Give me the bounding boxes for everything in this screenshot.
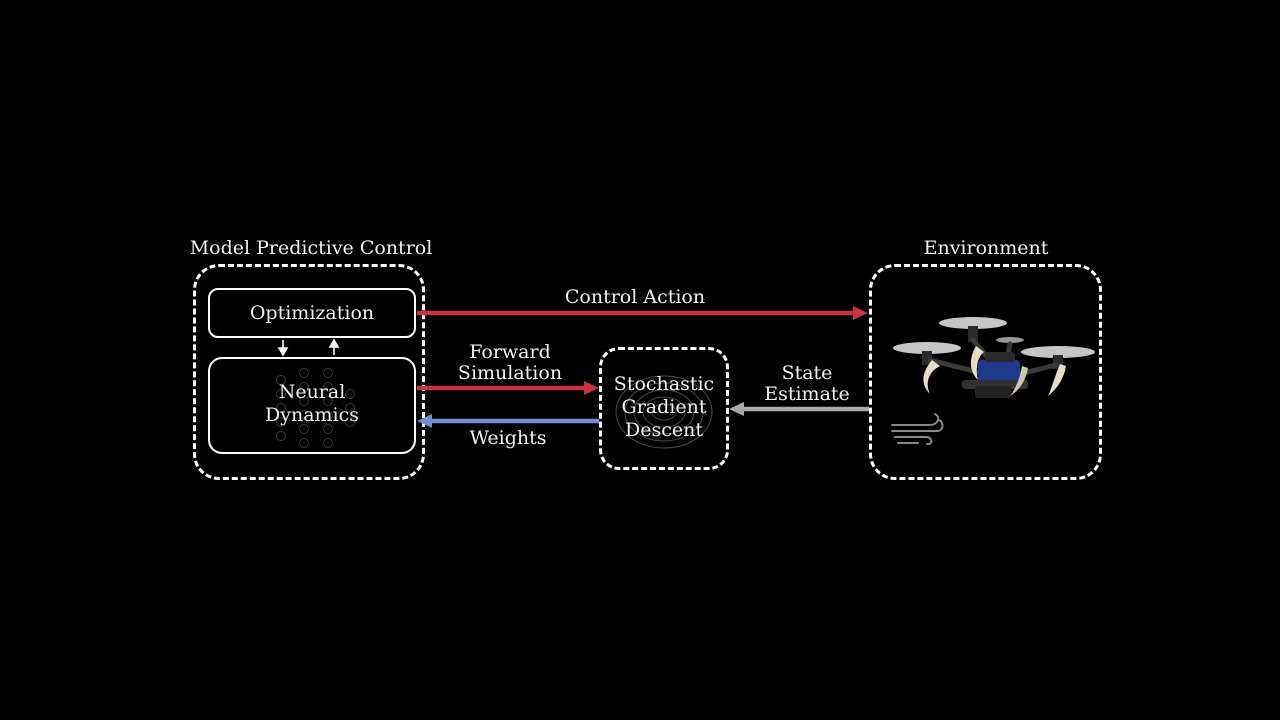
sgd-label-line1: Stochastic — [613, 373, 715, 395]
state-estimate-arrow — [729, 402, 869, 416]
contour-rings-icon — [615, 375, 713, 449]
weights-arrow — [417, 414, 599, 428]
neural-label-line2: Dynamics — [264, 404, 360, 426]
sgd-label-line2: Gradient — [621, 396, 707, 418]
mpc-container — [193, 264, 425, 480]
forward-simulation-label-line2: Simulation — [457, 362, 563, 384]
quadrotor-drone-icon — [893, 317, 1095, 398]
neural-label-line1: Neural — [278, 381, 346, 403]
neural-dynamics-block: Neural Dynamics — [208, 357, 416, 454]
weights-label: Weights — [469, 427, 547, 449]
sgd-label-line3: Descent — [625, 419, 703, 441]
neural-to-opt-arrow — [328, 338, 340, 355]
forward-simulation-label-line1: Forward — [469, 341, 551, 363]
sgd-container: Stochastic Gradient Descent — [599, 347, 729, 470]
opt-to-neural-arrow — [277, 340, 289, 357]
state-estimate-label-line1: State — [781, 362, 833, 384]
control-action-label: Control Action — [564, 286, 706, 308]
state-estimate-label-line2: Estimate — [764, 383, 850, 405]
control-action-arrow — [417, 306, 868, 320]
environment-container — [869, 264, 1102, 480]
mpc-title: Model Predictive Control — [189, 237, 433, 259]
neural-network-nodes-icon — [276, 368, 355, 448]
forward-simulation-arrow — [417, 381, 599, 395]
environment-title: Environment — [923, 237, 1049, 259]
wind-icon — [891, 413, 944, 446]
optimization-block: Optimization — [208, 288, 416, 338]
optimization-label: Optimization — [249, 302, 375, 324]
